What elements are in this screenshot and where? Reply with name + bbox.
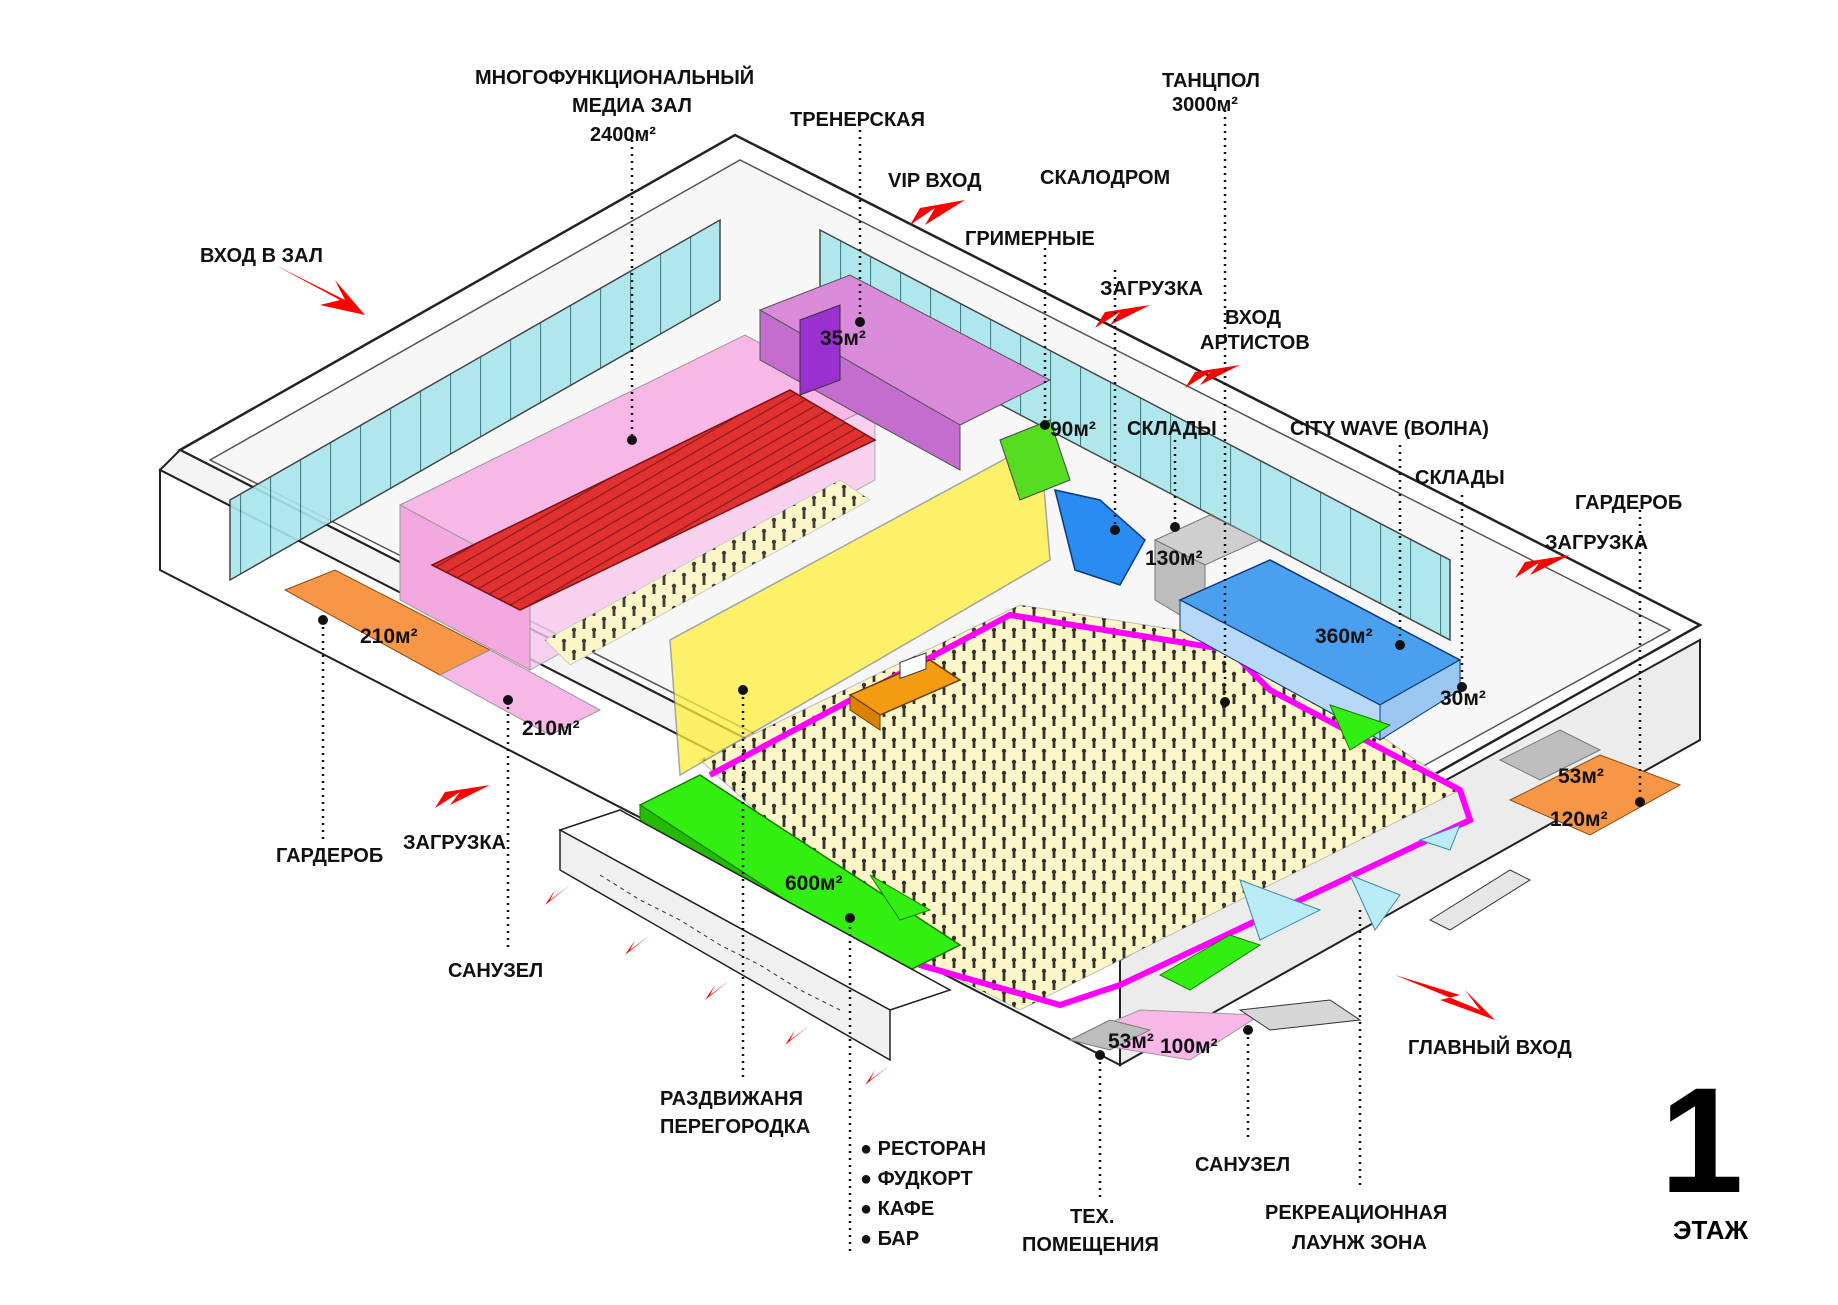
label-media-hall-line1: МНОГОФУНКЦИОНАЛЬНЫЙ (475, 67, 755, 89)
label-climbing-wall: СКАЛОДРОМ (1040, 167, 1171, 189)
food-list-item-bar: ● БАР (860, 1228, 920, 1250)
label-cloakroom-left: ГАРДЕРОБ (276, 845, 384, 867)
label-wc-bottom: САНУЗЕЛ (1195, 1154, 1291, 1176)
label-dance-floor: ТАНЦПОЛ (1162, 70, 1260, 92)
area-left-210a: 210м² (360, 625, 418, 648)
area-right-53: 53м² (1558, 765, 1604, 788)
label-loading-left: ЗАГРУЗКА (403, 832, 507, 854)
area-warehouse-30: 30м² (1440, 687, 1486, 710)
area-warehouse-130: 130м² (1145, 547, 1203, 570)
area-wave-360: 360м² (1315, 625, 1373, 648)
label-tech-line2: ПОМЕЩЕНИЯ (1022, 1234, 1159, 1256)
label-artist-entry-2: АРТИСТОВ (1200, 332, 1310, 354)
area-dressing: 90м² (1050, 418, 1096, 441)
label-lounge-line1: РЕКРЕАЦИОННАЯ (1265, 1202, 1448, 1224)
food-list-item-cafe: ● КАФЕ (860, 1198, 935, 1220)
label-warehouses-1: СКЛАДЫ (1127, 418, 1217, 440)
label-media-hall-area: 2400м² (590, 124, 656, 146)
label-partition-line1: РАЗДВИЖАНЯ (660, 1088, 803, 1110)
label-media-hall-line2: МЕДИА ЗАЛ (572, 95, 692, 117)
label-loading-top: ЗАГРУЗКА (1100, 278, 1204, 300)
area-coach: 35м² (820, 327, 866, 350)
food-list-item-foodcourt: ● ФУДКОРТ (860, 1168, 973, 1190)
label-vip-entry: VIP ВХОД (888, 170, 982, 192)
area-bottom-100: 100м² (1160, 1035, 1218, 1058)
label-dance-floor-area: 3000м² (1172, 94, 1238, 116)
label-city-wave: CITY WAVE (ВОЛНА) (1290, 418, 1489, 440)
area-food-600: 600м² (785, 872, 843, 895)
label-lounge-line2: ЛАУНЖ ЗОНА (1292, 1232, 1427, 1254)
stage (848, 652, 962, 731)
label-artist-entry-1: ВХОД (1225, 307, 1282, 329)
label-warehouses-2: СКЛАДЫ (1415, 467, 1505, 489)
label-tech-line1: ТЕХ. (1070, 1206, 1115, 1228)
label-partition-line2: ПЕРЕГОРОДКА (660, 1116, 811, 1138)
label-cloakroom-right: ГАРДЕРОБ (1575, 492, 1683, 514)
entry-arrows (275, 200, 1570, 1085)
label-wc-left: САНУЗЕЛ (448, 960, 544, 982)
main-entry-stairs (1238, 869, 1532, 1031)
label-hall-entry: ВХОД В ЗАЛ (200, 245, 323, 267)
climbing-wall (1053, 489, 1146, 586)
sliding-partition (669, 419, 1071, 777)
leader-dots (318, 317, 1645, 1060)
right-service-rooms (1498, 729, 1682, 836)
left-service-rooms (283, 569, 602, 736)
leader-lines (321, 110, 1642, 1255)
restaurant-wing (558, 809, 952, 1062)
floor-number: 1 (1660, 1056, 1744, 1224)
floor-label: ЭТАЖ (1673, 1215, 1749, 1245)
area-bottom-53: 53м² (1108, 1030, 1154, 1053)
back-glazing (229, 218, 1451, 642)
label-loading-right: ЗАГРУЗКА (1545, 532, 1649, 554)
lounge-furniture (869, 704, 1461, 991)
area-left-210b: 210м² (522, 717, 580, 740)
coach-room-block (758, 274, 1052, 471)
label-coach-room: ТРЕНЕРСКАЯ (790, 109, 925, 131)
label-main-entry: ГЛАВНЫЙ ВХОД (1408, 1037, 1572, 1059)
label-dressing-rooms: ГРИМЕРНЫЕ (965, 228, 1095, 250)
food-list-item-restaurant: ● РЕСТОРАН (860, 1138, 987, 1160)
area-right-120: 120м² (1550, 808, 1608, 831)
